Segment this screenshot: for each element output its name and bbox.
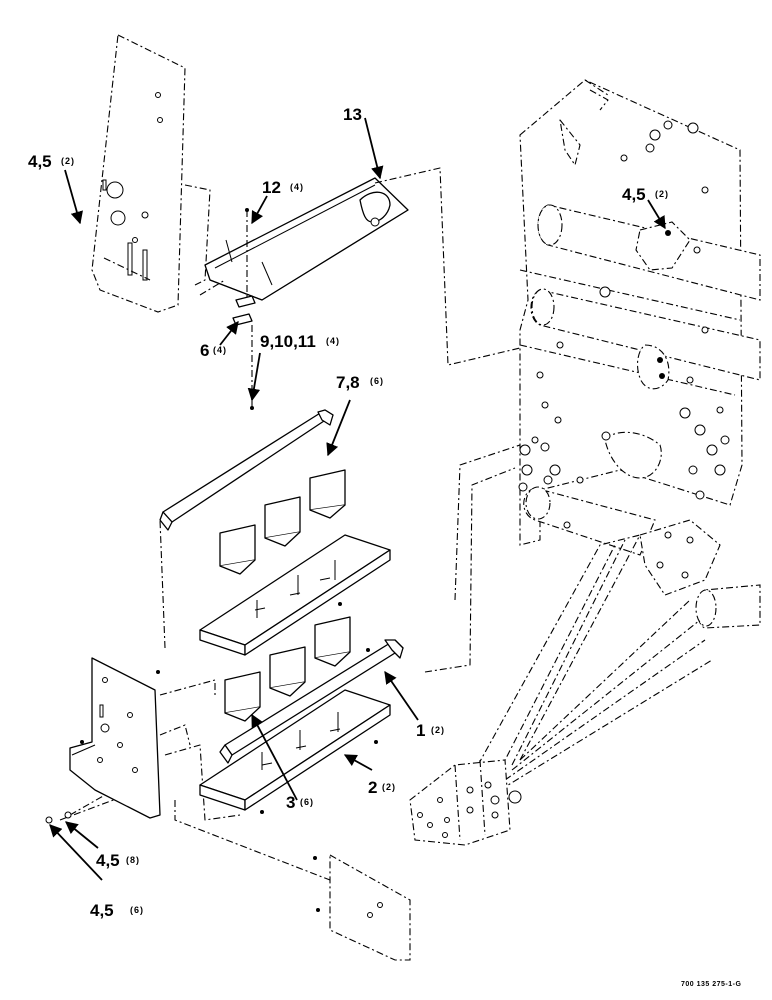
callout-9-10-11-number: 9,10,11 [260, 332, 316, 351]
bolts-lower-left [45, 740, 84, 824]
callout-7-8-qty: (6) [370, 376, 384, 386]
lift-arm-assembly [409, 519, 761, 846]
machine-frame-right [518, 79, 761, 556]
callout-3: 3 (6) [286, 793, 314, 812]
callout-4-5-bottom-b-number: 4,5 [90, 901, 114, 920]
callout-4-5-top-left: 4,5 (2) [28, 152, 75, 171]
callout-9-10-11: 9,10,11 (4) [260, 332, 340, 351]
callout-6: 6 (4) [200, 341, 227, 360]
callout-2: 2 (2) [368, 778, 396, 797]
upper-deflector-plates [219, 469, 346, 575]
upper-rail [159, 409, 334, 531]
clip-part-6 [232, 295, 256, 326]
lower-left-side-plate [69, 657, 161, 819]
callout-4-5-top-right: 4,5 (2) [622, 185, 669, 204]
callout-4-5-top-left-number: 4,5 [28, 152, 52, 171]
lower-deflector-plates [224, 616, 351, 722]
upper-left-side-panel [91, 34, 211, 313]
callout-13-number: 13 [343, 105, 362, 124]
top-cover-part-13 [204, 177, 409, 301]
callout-4-5-bottom-b-qty: (6) [130, 905, 144, 915]
rail-part-1 [219, 639, 404, 764]
callout-4-5-top-right-number: 4,5 [622, 185, 646, 204]
callout-12-qty: (4) [290, 182, 304, 192]
callout-4-5-bottom-b: 4,5 (6) [90, 901, 144, 920]
callout-arrows [49, 117, 666, 881]
upper-tray [199, 534, 391, 656]
callout-12-number: 12 [262, 178, 281, 197]
fastener-lines [245, 208, 254, 410]
callout-3-number: 3 [286, 793, 295, 812]
drawing-reference-number: 700 135 275-1-G [681, 981, 741, 988]
callout-2-qty: (2) [382, 782, 396, 792]
callout-1-qty: (2) [431, 725, 445, 735]
callout-1: 1 (2) [416, 721, 445, 740]
callout-4-5-bottom-a-qty: (8) [126, 855, 140, 865]
callout-4-5-bottom-a-number: 4,5 [96, 851, 120, 870]
callout-12: 12 (4) [262, 178, 304, 197]
callout-3-qty: (6) [300, 797, 314, 807]
lower-tray-part-2 [199, 689, 391, 814]
callout-6-number: 6 [200, 341, 209, 360]
callout-9-10-11-qty: (4) [326, 336, 340, 346]
callout-4-5-top-right-qty: (2) [655, 189, 669, 199]
bottom-mounting-plate [313, 854, 411, 961]
callout-6-qty: (4) [213, 345, 227, 355]
callout-1-number: 1 [416, 721, 425, 740]
callout-4-5-bottom-a: 4,5 (8) [96, 851, 140, 870]
callout-7-8: 7,8 (6) [336, 373, 384, 392]
callout-7-8-number: 7,8 [336, 373, 360, 392]
callout-13: 13 [343, 105, 362, 124]
callout-4-5-top-left-qty: (2) [61, 156, 75, 166]
callout-2-number: 2 [368, 778, 377, 797]
